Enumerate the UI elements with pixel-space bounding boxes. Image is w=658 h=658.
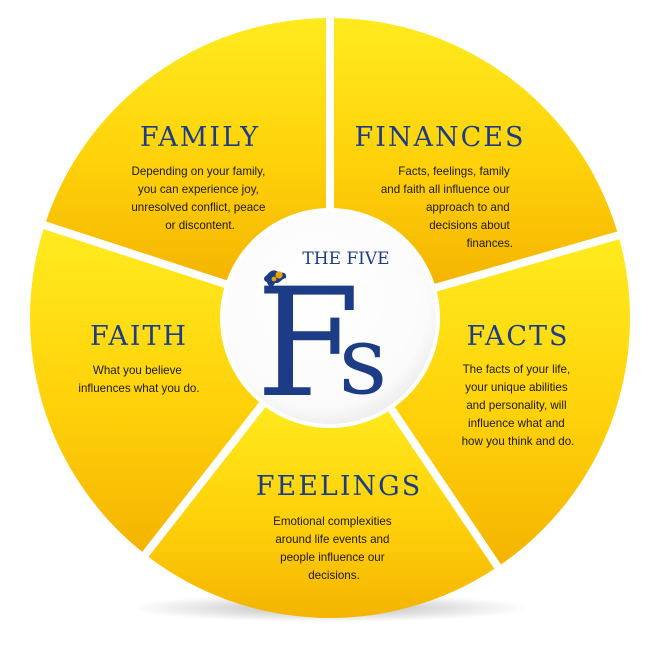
small-s-letter: s [339, 306, 388, 416]
segment-facts: FACTS The facts of your life, your uniqu… [462, 321, 575, 448]
segment-body-faith: What you believe influences what you do. [78, 364, 199, 395]
segment-feelings: FEELINGS Emotional complexities around l… [256, 471, 422, 582]
segment-title-finances: FINANCES [354, 122, 525, 153]
segment-title-facts: FACTS [466, 321, 569, 352]
segment-family: FAMILY Depending on your family, you can… [131, 122, 268, 232]
segment-body-feelings: Emotional complexities around life event… [273, 515, 395, 582]
wheel-segment-finances [334, 18, 618, 287]
segment-faith: FAITH What you believe influences what y… [78, 321, 199, 395]
wheel-segment-facts [389, 239, 631, 565]
wheel-segment-faith [29, 229, 266, 552]
segment-body-finances: Facts, feelings, family and faith all in… [381, 165, 513, 250]
segment-title-family: FAMILY [140, 122, 260, 153]
center-circle [220, 208, 440, 428]
wheel-segment-feelings [148, 399, 495, 619]
segment-body-family: Depending on your family, you can experi… [131, 165, 268, 232]
wheel-segment-family [45, 18, 326, 284]
center-title: THE FIVE [302, 249, 389, 269]
segment-finances: FINANCES Facts, feelings, family and fai… [354, 122, 525, 250]
center-logo: THE FIVE F s [256, 249, 390, 431]
big-f-letter: F [256, 257, 360, 431]
wheel-segments [29, 18, 631, 619]
segment-body-facts: The facts of your life, your unique abil… [462, 363, 575, 448]
holly-icon [264, 270, 287, 287]
segment-title-feelings: FEELINGS [256, 471, 422, 502]
segment-title-faith: FAITH [90, 321, 188, 352]
